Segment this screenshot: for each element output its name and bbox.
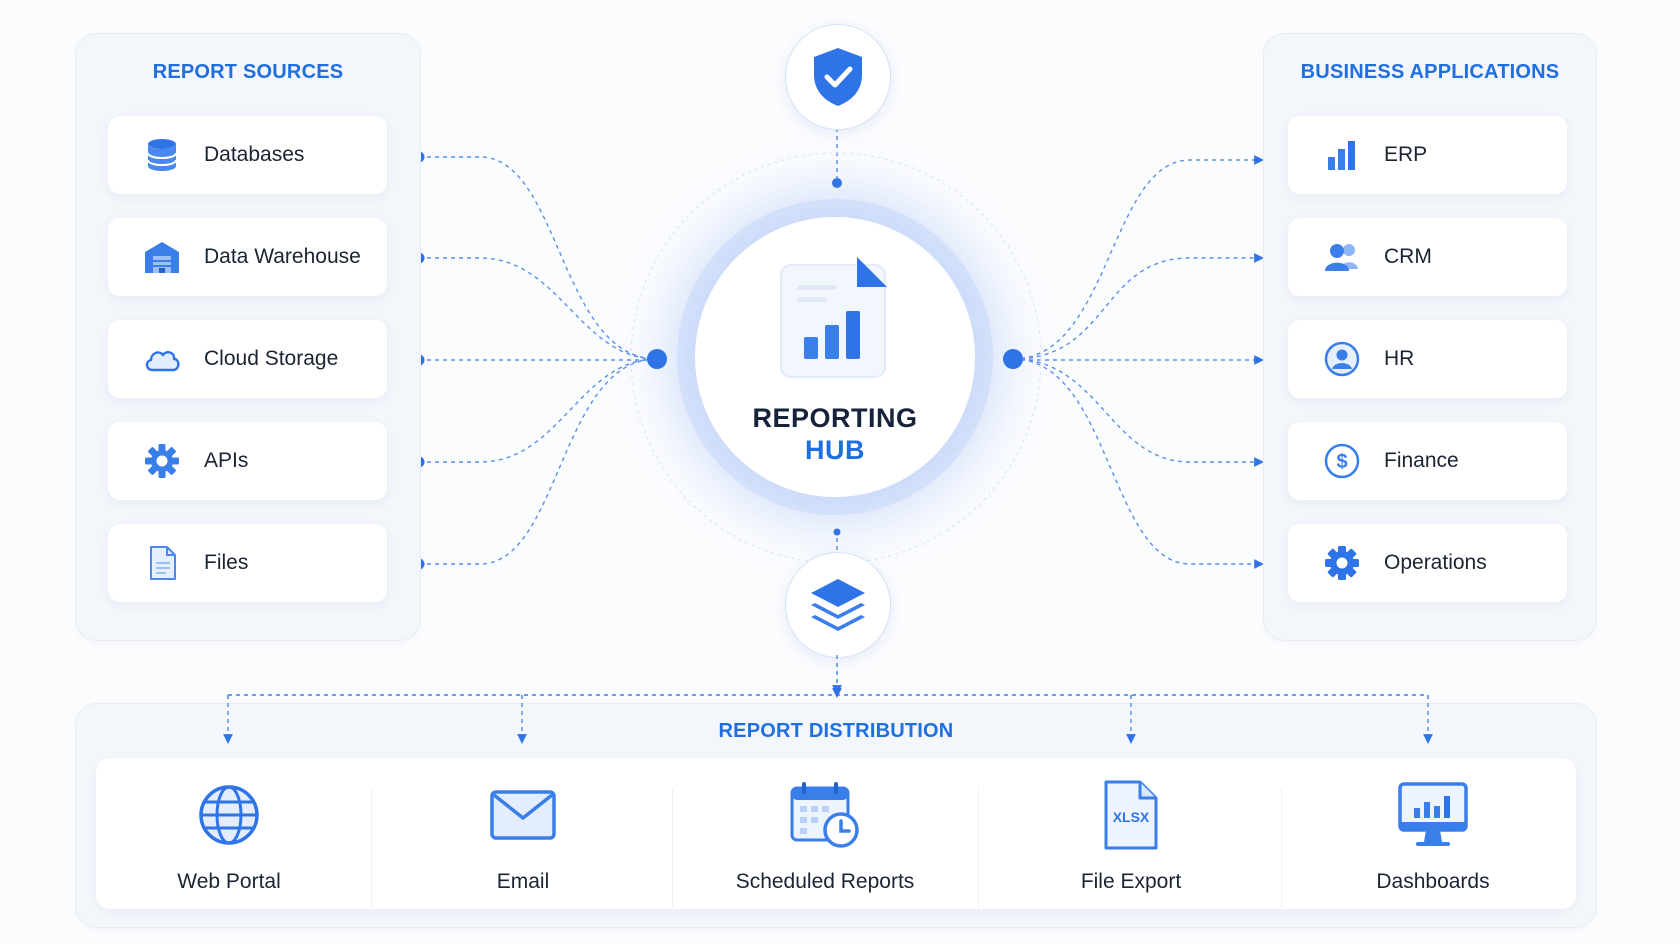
monitor-chart-icon <box>1398 782 1468 846</box>
calendar-clock-icon <box>790 782 859 848</box>
source-label: Files <box>204 551 249 574</box>
xlsx-badge: XLSX <box>1113 809 1150 825</box>
report-distribution-title: REPORT DISTRIBUTION <box>718 720 954 742</box>
distribution-label: Scheduled Reports <box>735 870 915 893</box>
hub-title-line1: REPORTING <box>752 403 918 433</box>
svg-text:$: $ <box>1336 451 1347 473</box>
app-card-hr[interactable]: HR <box>1288 320 1567 398</box>
cloud-icon <box>138 335 186 383</box>
shield-check-icon <box>814 48 862 106</box>
app-card-operations[interactable]: Operations <box>1288 524 1567 602</box>
app-card-erp[interactable]: ERP <box>1288 116 1567 194</box>
source-card-data-warehouse[interactable]: Data Warehouse <box>108 218 387 296</box>
connector-files <box>419 358 658 565</box>
globe-icon <box>199 785 259 845</box>
report-distribution-panel: REPORT DISTRIBUTION Web Portal Email <box>75 703 1597 928</box>
connector-databases <box>419 156 658 360</box>
distribution-label: Web Portal <box>177 870 281 893</box>
source-label: Databases <box>204 143 305 166</box>
distribution-label: Email <box>496 870 550 893</box>
layers-icon <box>811 579 865 631</box>
hub-title-line2: HUB <box>805 435 865 465</box>
distribution-dashboards[interactable]: Dashboards <box>1288 758 1578 909</box>
envelope-icon <box>490 790 556 840</box>
connector-warehouse <box>419 257 658 360</box>
business-applications-title: BUSINESS APPLICATIONS <box>1300 61 1560 83</box>
users-icon <box>1318 233 1366 281</box>
app-card-crm[interactable]: CRM <box>1288 218 1567 296</box>
source-card-databases[interactable]: Databases <box>108 116 387 194</box>
source-label: Cloud Storage <box>204 347 339 370</box>
database-icon <box>138 131 186 179</box>
distribution-web-portal[interactable]: Web Portal <box>84 758 374 909</box>
file-icon <box>138 539 186 587</box>
user-circle-icon <box>1318 335 1366 383</box>
cog-icon <box>1318 539 1366 587</box>
source-card-cloud-storage[interactable]: Cloud Storage <box>108 320 387 398</box>
source-card-apis[interactable]: APIs <box>108 422 387 500</box>
divider <box>1281 788 1282 908</box>
connector-finance <box>1012 358 1264 467</box>
app-card-finance[interactable]: $ Finance <box>1288 422 1567 500</box>
app-label: CRM <box>1384 245 1432 268</box>
distribution-scheduled-reports[interactable]: Scheduled Reports <box>680 758 970 909</box>
report-sources-title: REPORT SOURCES <box>152 61 344 83</box>
distribution-label: Dashboards <box>1376 870 1490 893</box>
app-label: Finance <box>1384 449 1459 472</box>
connector-erp <box>1012 155 1264 360</box>
reporting-hub[interactable]: REPORTING HUB <box>695 217 975 497</box>
distribution-label: File Export <box>1080 870 1182 893</box>
divider <box>672 788 673 908</box>
connector-crm <box>1012 253 1264 360</box>
layers-node[interactable] <box>785 552 891 658</box>
source-card-files[interactable]: Files <box>108 524 387 602</box>
source-label: APIs <box>204 449 249 472</box>
report-document-icon <box>780 257 887 378</box>
distribution-file-export[interactable]: XLSX File Export <box>986 758 1276 909</box>
bar-chart-icon <box>1318 131 1366 179</box>
report-sources-panel: REPORT SOURCES Databases Data Warehouse … <box>75 33 421 641</box>
security-node[interactable] <box>785 24 891 130</box>
dollar-icon: $ <box>1318 437 1366 485</box>
distribution-list: Web Portal Email Sc <box>96 758 1576 909</box>
app-label: Operations <box>1384 551 1487 574</box>
warehouse-icon <box>138 233 186 281</box>
xlsx-file-icon: XLSX <box>1104 780 1158 850</box>
connector-operations <box>1012 358 1264 569</box>
connector-apis <box>419 358 658 463</box>
gear-icon <box>138 437 186 485</box>
business-applications-panel: BUSINESS APPLICATIONS ERP CRM HR $ Finan… <box>1263 33 1597 641</box>
divider <box>371 788 372 908</box>
app-label: HR <box>1384 347 1415 370</box>
source-label: Data Warehouse <box>204 245 361 268</box>
divider <box>978 788 979 908</box>
distribution-email[interactable]: Email <box>378 758 668 909</box>
app-label: ERP <box>1384 143 1428 166</box>
